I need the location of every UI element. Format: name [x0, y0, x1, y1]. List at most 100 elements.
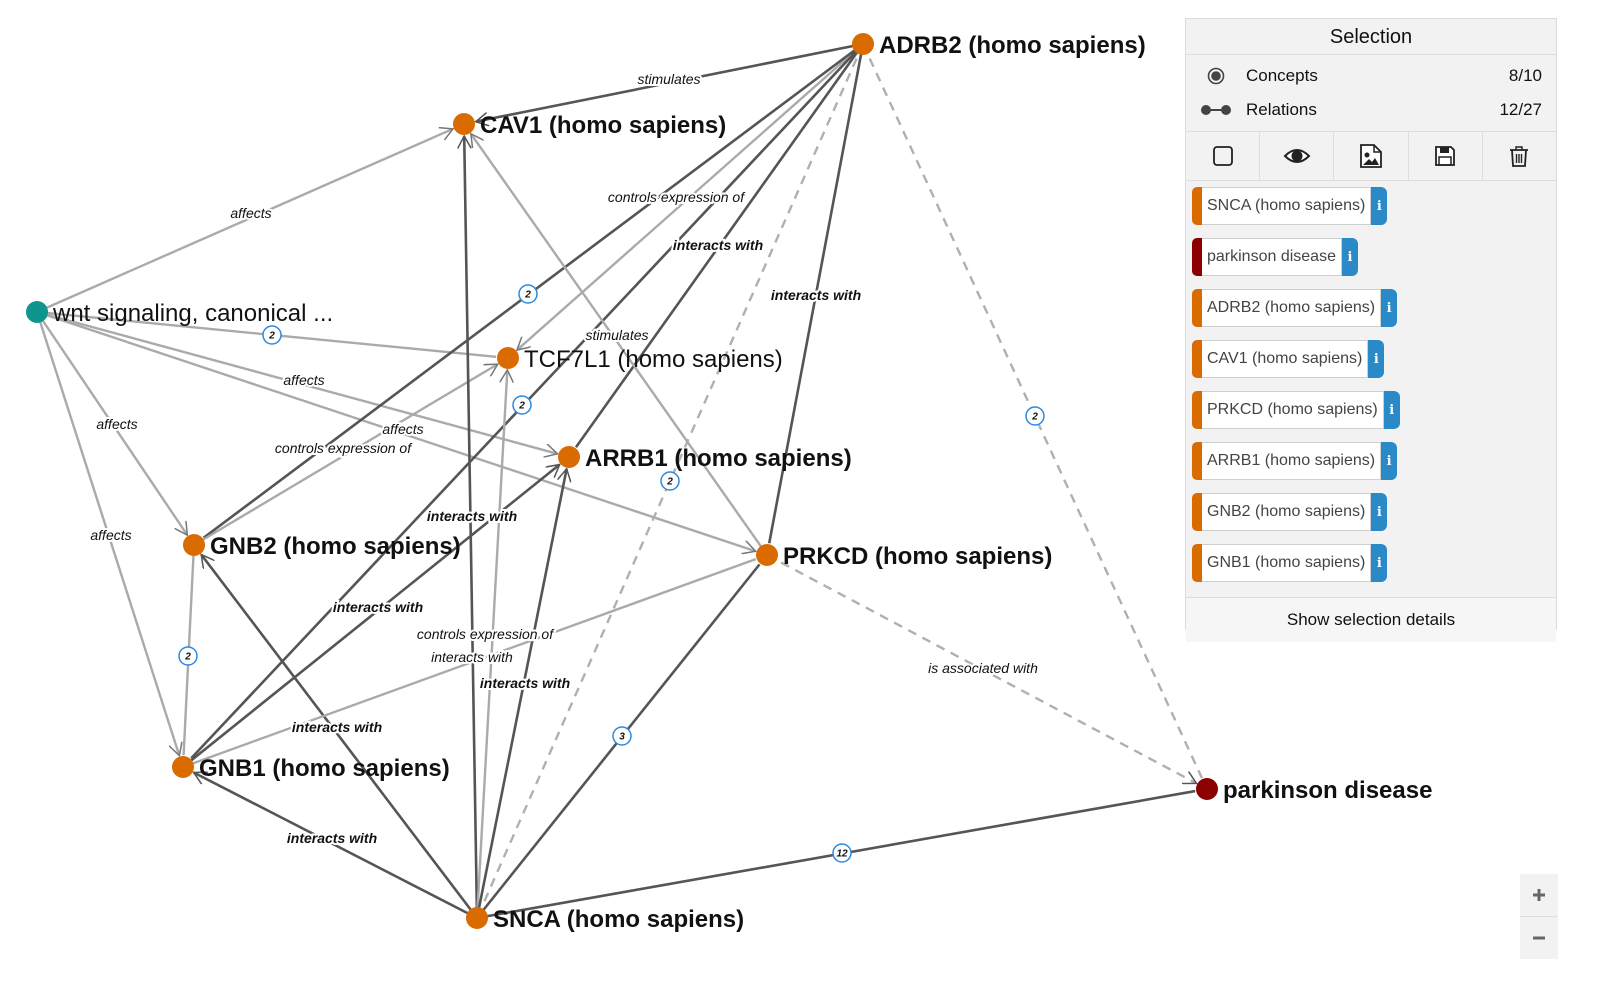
concept-type-stripe — [1192, 493, 1202, 531]
info-icon[interactable]: i — [1371, 544, 1388, 582]
edge-count-badge[interactable]: 2 — [178, 646, 198, 666]
delete-button[interactable] — [1483, 132, 1556, 180]
info-icon[interactable]: i — [1381, 289, 1398, 327]
node-label: PRKCD (homo sapiens) — [783, 543, 1052, 570]
concept-type-stripe — [1192, 340, 1202, 378]
edge-wnt-cav1[interactable] — [36, 129, 453, 314]
edge-gnb1-prkcd[interactable] — [182, 557, 757, 769]
edge-snca-gnb2[interactable] — [200, 555, 479, 919]
edge-label: controls expression of — [275, 440, 413, 456]
edge-label: interacts with — [771, 287, 861, 303]
info-icon[interactable]: i — [1383, 391, 1400, 429]
zoom-in-button[interactable] — [1520, 874, 1558, 916]
edge-label: is associated with — [928, 660, 1038, 676]
node-label: ARRB1 (homo sapiens) — [585, 445, 852, 472]
node-adrb2[interactable]: ADRB2 (homo sapiens) — [852, 32, 1146, 59]
concepts-row: Concepts 8/10 — [1186, 59, 1556, 93]
info-icon[interactable]: i — [1368, 340, 1385, 378]
info-icon[interactable]: i — [1341, 238, 1358, 276]
chip-label: PRKCD (homo sapiens) — [1202, 391, 1384, 429]
export-image-button[interactable] — [1334, 132, 1409, 180]
chip-label: SNCA (homo sapiens) — [1202, 187, 1372, 225]
toggle-visibility-button[interactable] — [1260, 132, 1335, 180]
concept-type-stripe — [1192, 391, 1202, 429]
edge-count-badge[interactable]: 12 — [832, 843, 852, 863]
node-cav1[interactable]: CAV1 (homo sapiens) — [453, 112, 726, 139]
edge-adrb2-cav1[interactable] — [476, 42, 864, 122]
nodes-layer: ADRB2 (homo sapiens) CAV1 (homo sapiens) w… — [26, 32, 1432, 933]
edge-label: interacts with — [673, 237, 763, 253]
node-pd[interactable]: parkinson disease — [1196, 777, 1432, 804]
eye-icon — [1283, 149, 1311, 163]
chip-label: GNB1 (homo sapiens) — [1202, 544, 1372, 582]
edge-snca-arrb1[interactable] — [475, 469, 567, 919]
selected-concept-chip[interactable]: ADRB2 (homo sapiens)i — [1192, 289, 1556, 327]
info-icon[interactable]: i — [1381, 442, 1398, 480]
relations-label: Relations — [1246, 100, 1317, 119]
edge-count-badge[interactable]: 2 — [262, 325, 282, 345]
chip-label: GNB2 (homo sapiens) — [1202, 493, 1372, 531]
edge-prkcd-cav1[interactable] — [469, 134, 768, 556]
edge-gnb2-tcf7l1[interactable] — [193, 363, 498, 547]
edge-prkcd-pd[interactable] — [766, 553, 1196, 785]
plus-icon — [1533, 889, 1545, 901]
edge-count-badge[interactable]: 2 — [518, 284, 538, 304]
select-all-button[interactable] — [1186, 132, 1261, 180]
edge-adrb2-arrb1[interactable] — [574, 43, 865, 448]
node-label: SNCA (homo sapiens) — [493, 906, 744, 933]
edge-count-badge[interactable]: 2 — [512, 395, 532, 415]
info-icon[interactable]: i — [1371, 493, 1388, 531]
svg-text:2: 2 — [1031, 412, 1038, 423]
node-arrb1[interactable]: ARRB1 (homo sapiens) — [558, 445, 852, 472]
selected-concept-chip[interactable]: GNB2 (homo sapiens)i — [1192, 493, 1556, 531]
edge-wnt-gnb2[interactable] — [36, 311, 189, 535]
edge-wnt-arrb1[interactable] — [36, 310, 557, 454]
concept-type-stripe — [1192, 544, 1202, 582]
info-icon[interactable]: i — [1371, 187, 1388, 225]
selected-concept-chip[interactable]: SNCA (homo sapiens)i — [1192, 187, 1556, 225]
concepts-label: Concepts — [1246, 66, 1318, 85]
trash-icon — [1510, 146, 1529, 167]
edge-label: controls expression of — [417, 626, 555, 642]
show-selection-details-button[interactable]: Show selection details — [1186, 598, 1556, 642]
edge-adrb2-tcf7l1[interactable] — [517, 43, 864, 350]
selected-concept-chip[interactable]: CAV1 (homo sapiens)i — [1192, 340, 1556, 378]
concept-type-stripe — [1192, 442, 1202, 480]
concept-type-stripe — [1192, 187, 1202, 225]
selected-concept-chip[interactable]: PRKCD (homo sapiens)i — [1192, 391, 1556, 429]
edge-adrb2-prkcd[interactable] — [767, 43, 865, 544]
edge-label: stimulates — [585, 327, 648, 343]
edge-snca-gnb1[interactable] — [194, 771, 478, 920]
node-label: CAV1 (homo sapiens) — [480, 112, 726, 139]
edge-snca-cav1[interactable] — [464, 136, 479, 919]
node-gnb2[interactable]: GNB2 (homo sapiens) — [183, 533, 461, 560]
edge-label: affects — [96, 416, 137, 432]
node-prkcd[interactable]: PRKCD (homo sapiens) — [756, 543, 1052, 570]
edge-count-badge[interactable]: 2 — [1025, 406, 1045, 426]
chip-label: ADRB2 (homo sapiens) — [1202, 289, 1382, 327]
node-gnb1[interactable]: GNB1 (homo sapiens) — [172, 755, 450, 782]
chip-label: ARRB1 (homo sapiens) — [1202, 442, 1382, 480]
svg-text:3: 3 — [619, 732, 625, 743]
edges-layer — [35, 42, 1204, 920]
edge-gnb1-arrb1[interactable] — [182, 463, 560, 769]
edge-count-badge[interactable]: 2 — [660, 471, 680, 491]
selected-concept-chip[interactable]: ARRB1 (homo sapiens)i — [1192, 442, 1556, 480]
svg-text:2: 2 — [184, 652, 191, 663]
selection-panel: Selection Concepts 8/10 Relations 12/27 — [1185, 18, 1557, 642]
save-button[interactable] — [1409, 132, 1483, 180]
node-snca[interactable]: SNCA (homo sapiens) — [466, 906, 744, 933]
selected-concept-chip[interactable]: GNB1 (homo sapiens)i — [1192, 544, 1556, 582]
edge-snca-tcf7l1[interactable] — [475, 370, 507, 919]
edge-wnt-prkcd[interactable] — [36, 310, 756, 551]
node-wnt[interactable]: wnt signaling, canonical ... — [26, 300, 333, 327]
edge-wnt-gnb1[interactable] — [35, 311, 179, 756]
edge-label: stimulates — [637, 71, 700, 87]
node-tcf7l1[interactable]: TCF7L1 (homo sapiens) — [497, 346, 783, 373]
edge-count-badge[interactable]: 3 — [612, 726, 632, 746]
save-icon — [1435, 146, 1456, 166]
zoom-out-button[interactable] — [1520, 916, 1558, 959]
